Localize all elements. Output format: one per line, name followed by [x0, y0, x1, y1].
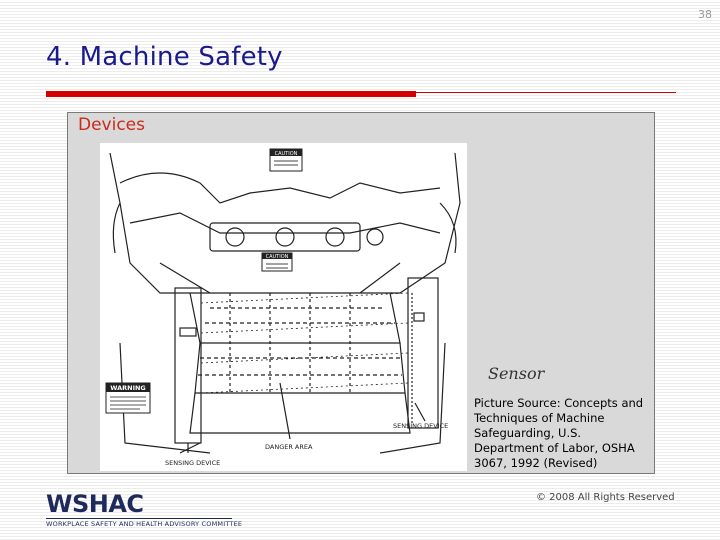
title-rule-thin: [416, 92, 676, 93]
logo-divider: [46, 518, 232, 519]
logo-wordmark: WSHAC: [46, 490, 144, 518]
caution-sign-mid-label: CAUTION: [266, 254, 289, 260]
section-subtitle: Devices: [78, 115, 145, 135]
caution-sign-top-label: CAUTION: [275, 151, 298, 157]
slide-number: 38: [698, 8, 712, 21]
copyright-notice: © 2008 All Rights Reserved: [536, 492, 675, 503]
machine-safeguard-illustration: CAUTION CAUTION WARNING SENSING DEVICE S…: [100, 143, 467, 471]
danger-area-label: DANGER AREA: [265, 443, 313, 451]
warning-sign-label: WARNING: [110, 384, 146, 392]
sensing-device-left-label: SENSING DEVICE: [165, 459, 220, 467]
wshac-logo: WSHAC WORKPLACE SAFETY AND HEALTH ADVISO…: [46, 490, 246, 530]
page-title: 4. Machine Safety: [46, 42, 283, 72]
sensor-label: Sensor: [488, 364, 545, 383]
machine-drawing: CAUTION CAUTION WARNING SENSING DEVICE S…: [105, 148, 461, 467]
sensing-device-right-label: SENSING DEVICE: [393, 422, 448, 430]
title-rule-thick: [46, 91, 416, 97]
logo-subtitle: WORKPLACE SAFETY AND HEALTH ADVISORY COM…: [46, 520, 243, 528]
picture-source: Picture Source: Concepts and Techniques …: [474, 396, 644, 470]
